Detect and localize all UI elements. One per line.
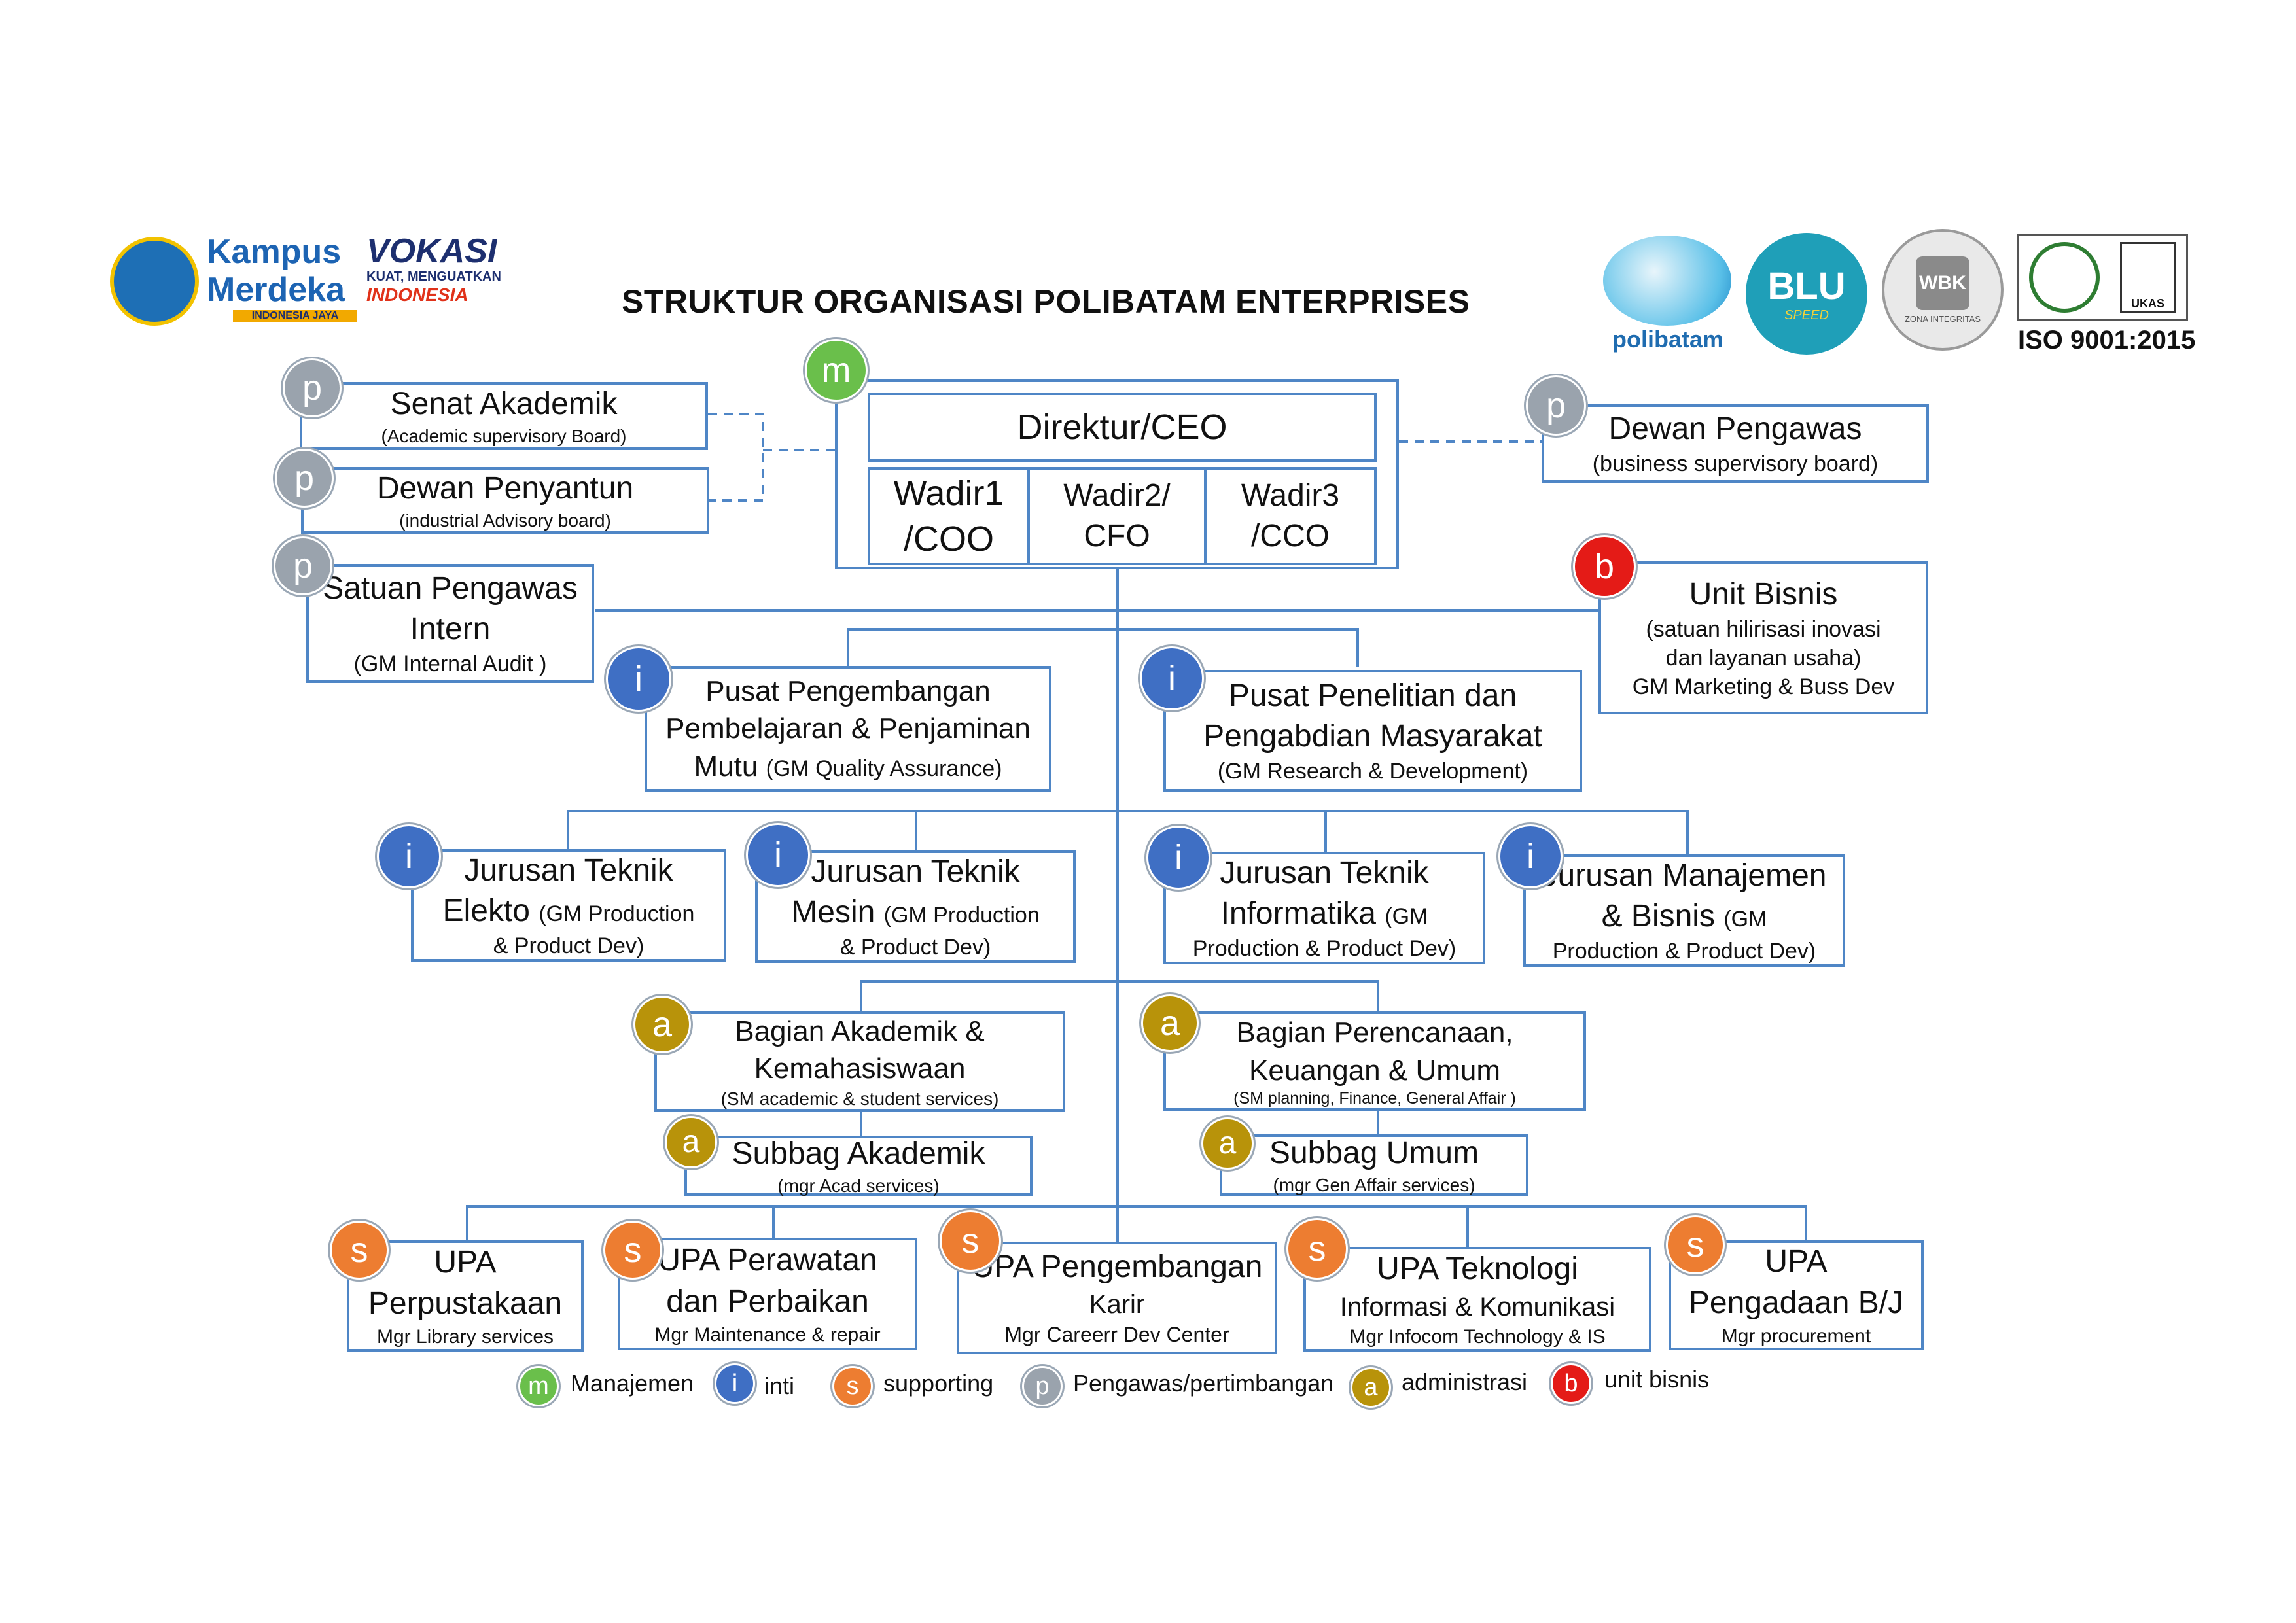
ukas-logo: UKAS [2119,242,2176,313]
node-unit-bisnis[interactable]: Unit Bisnis (satuan hilirisasi inovasi d… [1598,561,1928,714]
node-jurusan-manajemen-bisnis[interactable]: Jurusan Manajemen & Bisnis (GM Productio… [1523,854,1845,967]
legend-label: unit bisnis [1604,1366,1710,1393]
badge-i-icon: i [1146,826,1210,890]
legend-a-icon: a [1351,1367,1391,1408]
node-senat-akademik[interactable]: Senat Akademik (Academic supervisory Boa… [300,382,708,450]
node-direktur-group [835,379,1399,569]
badge-p-icon: p [283,358,342,417]
dashed-link-senat [708,413,764,502]
node-bagian-akademik-kemahasiswaan[interactable]: Bagian Akademik & Kemahasiswaan (SM acad… [654,1011,1065,1112]
wbk-zona-integritas-logo: WBK ZONA INTEGRITAS [1882,229,2004,351]
iso-label: ISO 9001:2015 [2018,326,2196,355]
urs-seal-icon [2028,242,2100,313]
node-bagian-perencanaan-keuangan-umum[interactable]: Bagian Perencanaan, Keuangan & Umum (SM … [1163,1011,1586,1111]
legend-label: Manajemen [571,1370,694,1397]
node-wadir3-cco[interactable]: Wadir3 /CCO [1204,467,1377,565]
legend-p-icon: p [1022,1366,1063,1406]
badge-a-icon: a [1201,1117,1254,1170]
page-title: STRUKTUR ORGANISASI POLIBATAM ENTERPRISE… [622,283,1470,320]
node-wadir1-coo[interactable]: Wadir1 /COO [868,467,1030,565]
badge-p-icon: p [275,449,334,508]
legend-label: inti [764,1372,795,1399]
node-jurusan-teknik-informatika[interactable]: Jurusan Teknik Informatika (GM Productio… [1163,852,1485,964]
legend-label: administrasi [1402,1369,1528,1395]
badge-s-icon: s [1286,1218,1348,1280]
badge-s-icon: s [603,1221,662,1280]
badge-a-icon: a [633,996,691,1053]
polibatam-logo: polibatam [1599,236,1737,360]
node-upa-pengembangan-karir[interactable]: UPA Pengembangan Karir Mgr Careerr Dev C… [957,1242,1277,1354]
node-satuan-pengawas-intern[interactable]: Satuan Pengawas Intern (GM Internal Audi… [306,564,594,683]
badge-p-icon: p [274,536,332,595]
badge-a-icon: a [665,1116,717,1168]
node-jurusan-teknik-elekto[interactable]: Jurusan Teknik Elekto (GM Production & P… [411,849,726,962]
legend-i-icon: i [715,1363,755,1404]
badge-a-icon: a [1141,994,1199,1052]
badge-s-icon: s [330,1221,389,1280]
badge-s-icon: s [940,1210,1001,1272]
node-dewan-penyantun[interactable]: Dewan Penyantun (industrial Advisory boa… [301,467,709,534]
node-direktur-ceo[interactable]: Direktur/CEO [868,393,1377,462]
legend-s-icon: s [832,1366,873,1406]
badge-p-icon: p [1526,375,1586,436]
badge-b-icon: b [1573,535,1636,598]
node-pusat-penelitian-pengabdian[interactable]: Pusat Penelitian dan Pengabdian Masyarak… [1163,670,1582,792]
iso-certification-logo: UKAS [2017,234,2188,321]
badge-i-icon: i [746,823,810,887]
vokasi-logo: VOKASI KUAT, MENGUATKAN INDONESIA [366,232,501,305]
blu-speed-logo: BLU SPEED [1746,233,1867,355]
legend-b-icon: b [1551,1363,1591,1404]
badge-i-icon: i [1140,646,1204,710]
node-subbag-umum[interactable]: Subbag Umum (mgr Gen Affair services) [1220,1134,1528,1196]
badge-i-icon: i [606,646,671,712]
node-jurusan-teknik-mesin[interactable]: Jurusan Teknik Mesin (GM Production & Pr… [755,850,1076,963]
node-wadir2-cfo[interactable]: Wadir2/ CFO [1027,467,1207,565]
node-pusat-pengembangan-pembelajaran[interactable]: Pusat Pengembangan Pembelajaran & Penjam… [645,666,1051,792]
legend-label: Pengawas/pertimbangan [1073,1370,1334,1397]
kampus-merdeka-logo: Kampus Merdeka INDONESIA JAYA [207,233,361,322]
line-pusat [847,628,1359,667]
line-jurusan [567,810,1689,854]
node-upa-perawatan-perbaikan[interactable]: UPA Perawatan dan Perbaikan Mgr Maintena… [618,1238,917,1350]
badge-m-icon: m [805,339,868,402]
node-subbag-akademik[interactable]: Subbag Akademik (mgr Acad services) [684,1136,1033,1196]
badge-s-icon: s [1666,1215,1725,1274]
legend-m-icon: m [518,1366,559,1406]
node-upa-perpustakaan[interactable]: UPA Perpustakaan Mgr Library services [347,1240,584,1352]
badge-i-icon: i [1498,824,1563,888]
line-upa [466,1205,1807,1246]
line-bagian [860,980,1379,1013]
badge-i-icon: i [377,824,441,888]
legend-label: supporting [883,1370,994,1397]
node-dewan-pengawas[interactable]: Dewan Pengawas (business supervisory boa… [1542,404,1929,483]
node-upa-teknologi-informasi-komunikasi[interactable]: UPA Teknologi Informasi & Komunikasi Mgr… [1303,1247,1651,1352]
tut-wuri-logo [110,237,199,326]
